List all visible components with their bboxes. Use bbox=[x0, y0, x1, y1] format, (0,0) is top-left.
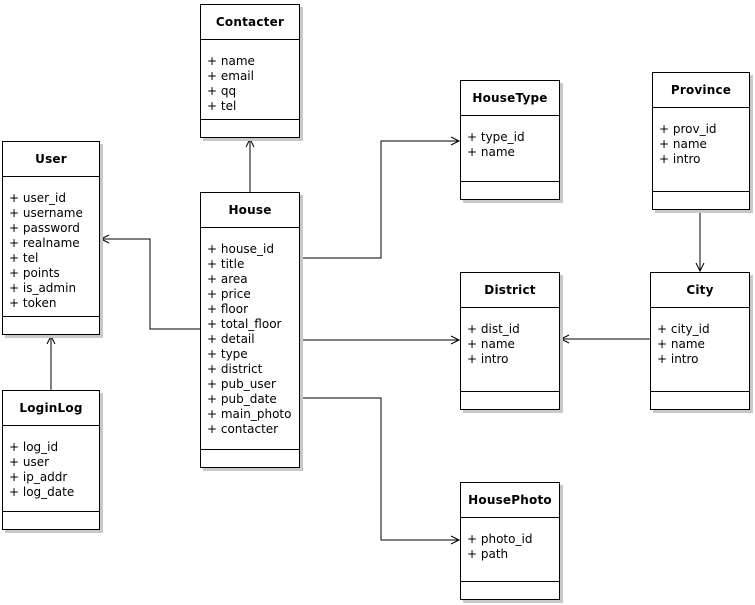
attribute-row: + price bbox=[207, 287, 251, 301]
class-title: District bbox=[461, 273, 559, 308]
class-attributes-compartment: + prov_id+ name+ intro bbox=[653, 108, 749, 191]
attribute-row: + prov_id bbox=[659, 122, 717, 136]
attribute-row: + username bbox=[9, 206, 83, 220]
class-methods-compartment-empty bbox=[461, 181, 559, 199]
attribute-row: + name bbox=[659, 137, 707, 151]
attribute-row: + detail bbox=[207, 332, 255, 346]
attribute-row: + title bbox=[207, 257, 245, 271]
class-methods-compartment-empty bbox=[3, 316, 99, 334]
class-methods-compartment-empty bbox=[201, 449, 299, 467]
class-title: City bbox=[651, 273, 749, 308]
attribute-row: + ip_addr bbox=[9, 470, 68, 484]
class-methods-compartment-empty bbox=[651, 391, 749, 409]
attribute-row: + log_date bbox=[9, 485, 75, 499]
class-box-contacter[interactable]: Contacter+ name+ email+ qq+ tel bbox=[200, 4, 300, 138]
attribute-row: + email bbox=[207, 69, 254, 83]
class-attributes-compartment: + dist_id+ name+ intro bbox=[461, 308, 559, 391]
class-title: Contacter bbox=[201, 5, 299, 40]
class-attributes-compartment: + user_id+ username+ password+ realname+… bbox=[3, 177, 99, 316]
class-box-housetype[interactable]: HouseType+ type_id+ name bbox=[460, 80, 560, 200]
class-title: HouseType bbox=[461, 81, 559, 116]
attribute-row: + user bbox=[9, 455, 50, 469]
class-attributes-compartment: + log_id+ user+ ip_addr+ log_date bbox=[3, 426, 99, 511]
attribute-row: + password bbox=[9, 221, 80, 235]
class-methods-compartment-empty bbox=[461, 391, 559, 409]
class-attributes-compartment: + type_id+ name bbox=[461, 116, 559, 181]
attribute-row: + intro bbox=[659, 152, 701, 166]
attribute-row: + intro bbox=[467, 352, 509, 366]
attribute-row: + name bbox=[657, 337, 705, 351]
class-box-city[interactable]: City+ city_id+ name+ intro bbox=[650, 272, 750, 410]
attribute-row: + log_id bbox=[9, 440, 59, 454]
class-title: User bbox=[3, 142, 99, 177]
class-box-user[interactable]: User+ user_id+ username+ password+ realn… bbox=[2, 141, 100, 335]
class-attributes-compartment: + name+ email+ qq+ tel bbox=[201, 40, 299, 119]
attribute-row: + floor bbox=[207, 302, 249, 316]
class-methods-compartment-empty bbox=[201, 119, 299, 137]
attribute-row: + realname bbox=[9, 236, 80, 250]
class-box-loginlog[interactable]: LoginLog+ log_id+ user+ ip_addr+ log_dat… bbox=[2, 390, 100, 530]
class-methods-compartment-empty bbox=[461, 581, 559, 599]
attribute-row: + total_floor bbox=[207, 317, 282, 331]
attribute-row: + photo_id bbox=[467, 532, 533, 546]
attribute-row: + qq bbox=[207, 84, 237, 98]
attribute-row: + pub_user bbox=[207, 377, 276, 391]
class-methods-compartment-empty bbox=[3, 511, 99, 529]
attribute-row: + city_id bbox=[657, 322, 710, 336]
attribute-row: + house_id bbox=[207, 242, 275, 256]
attribute-row: + type bbox=[207, 347, 248, 361]
class-box-district[interactable]: District+ dist_id+ name+ intro bbox=[460, 272, 560, 410]
attribute-row: + user_id bbox=[9, 191, 66, 205]
attribute-row: + name bbox=[207, 54, 255, 68]
association-house-to-housephoto bbox=[300, 397, 461, 545]
class-attributes-compartment: + photo_id+ path bbox=[461, 518, 559, 581]
attribute-row: + name bbox=[467, 145, 515, 159]
class-title: HousePhoto bbox=[461, 483, 559, 518]
association-house-to-housetype bbox=[300, 136, 461, 259]
class-title: LoginLog bbox=[3, 391, 99, 426]
association-house-to-user bbox=[99, 234, 200, 330]
attribute-row: + token bbox=[9, 296, 57, 310]
attribute-row: + tel bbox=[207, 99, 237, 113]
class-box-house[interactable]: House+ house_id+ title+ area+ price+ flo… bbox=[200, 192, 300, 468]
attribute-row: + intro bbox=[657, 352, 699, 366]
attribute-row: + points bbox=[9, 266, 60, 280]
attribute-row: + contacter bbox=[207, 422, 279, 436]
attribute-row: + main_photo bbox=[207, 407, 292, 421]
class-box-province[interactable]: Province+ prov_id+ name+ intro bbox=[652, 72, 750, 210]
attribute-row: + pub_date bbox=[207, 392, 277, 406]
attribute-row: + path bbox=[467, 547, 509, 561]
attribute-row: + type_id bbox=[467, 130, 525, 144]
class-title: House bbox=[201, 193, 299, 228]
class-methods-compartment-empty bbox=[653, 191, 749, 209]
class-title: Province bbox=[653, 73, 749, 108]
attribute-row: + area bbox=[207, 272, 248, 286]
class-attributes-compartment: + house_id+ title+ area+ price+ floor+ t… bbox=[201, 228, 299, 449]
attribute-row: + dist_id bbox=[467, 322, 520, 336]
attribute-row: + is_admin bbox=[9, 281, 77, 295]
attribute-row: + tel bbox=[9, 251, 39, 265]
attribute-row: + name bbox=[467, 337, 515, 351]
class-attributes-compartment: + city_id+ name+ intro bbox=[651, 308, 749, 391]
class-box-housephoto[interactable]: HousePhoto+ photo_id+ path bbox=[460, 482, 560, 600]
attribute-row: + district bbox=[207, 362, 263, 376]
